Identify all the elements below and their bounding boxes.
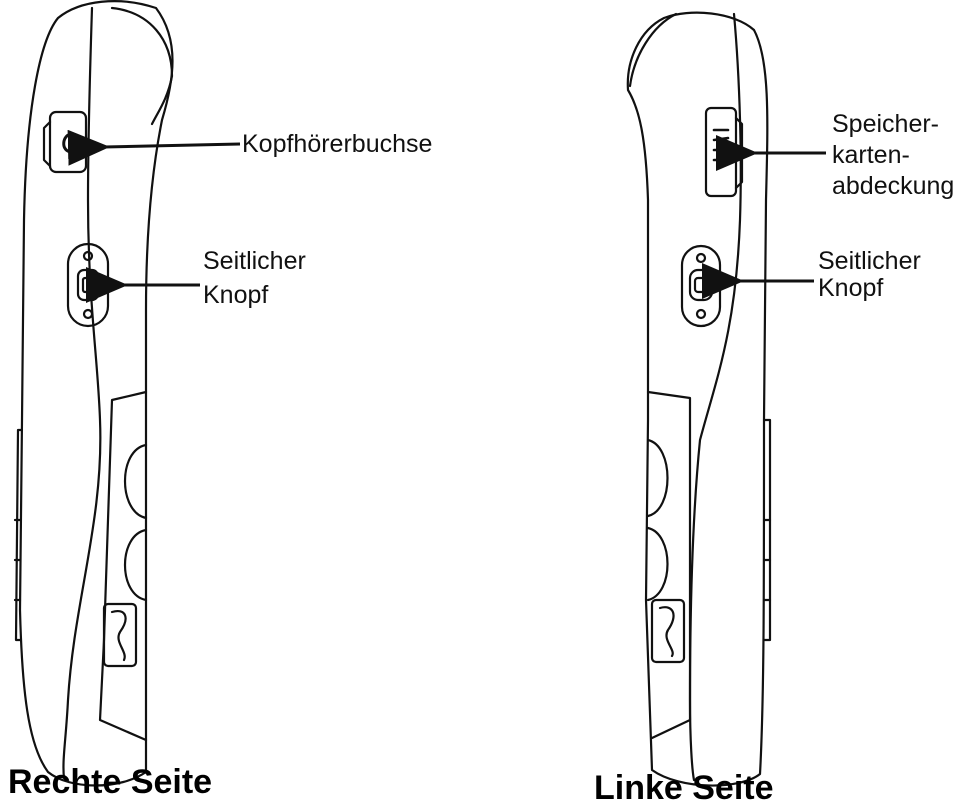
label-side-button-right-line1: Seitlicher bbox=[203, 247, 306, 275]
label-side-button-right-line2: Knopf bbox=[203, 281, 269, 309]
phone-left-side bbox=[626, 11, 772, 787]
memory-card-cover bbox=[704, 106, 738, 198]
label-side-button-left-line2: Knopf bbox=[818, 274, 884, 302]
phone-right-outline bbox=[18, 0, 174, 787]
caption-left-side: Linke Seite bbox=[594, 769, 774, 807]
phone-right-side bbox=[13, 0, 174, 787]
label-side-button-left-line1: Seitlicher bbox=[818, 247, 921, 275]
label-memory-card-cover-line2: karten- bbox=[832, 141, 910, 169]
label-memory-card-cover-line1: Speicher- bbox=[832, 110, 939, 138]
side-button-left bbox=[680, 244, 722, 328]
caption-right-side: Rechte Seite bbox=[8, 763, 213, 801]
headphone-jack-cover bbox=[48, 110, 88, 174]
phone-left-outline bbox=[626, 11, 769, 787]
arrow-headphone-jack bbox=[67, 129, 241, 166]
label-headphone-jack: Kopfhörerbuchse bbox=[242, 130, 433, 158]
phone-right-seam bbox=[62, 6, 102, 780]
label-memory-card-cover-line3: abdeckung bbox=[832, 172, 955, 200]
